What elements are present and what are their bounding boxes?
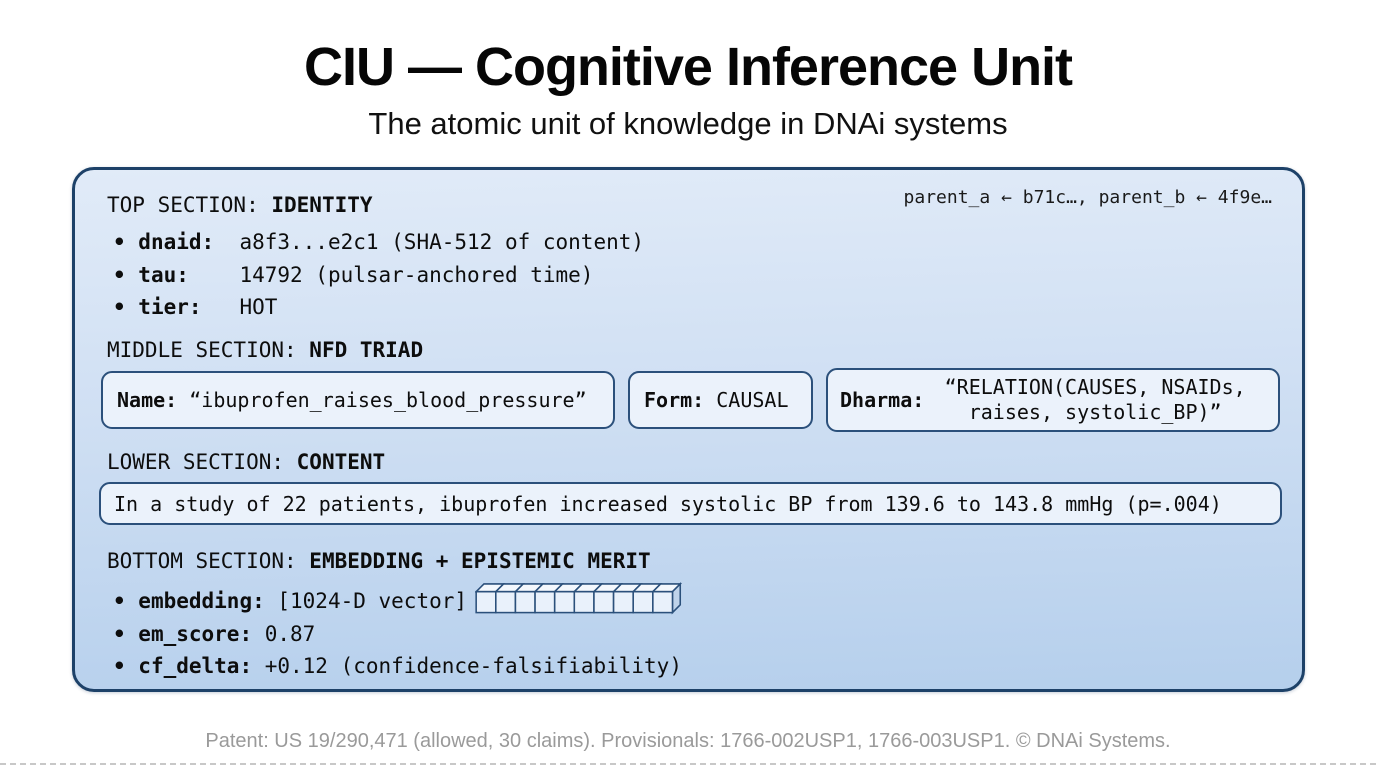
dharma-line1: “RELATION(CAUSES, NSAIDs, — [944, 375, 1246, 399]
list-item-dnaid: • dnaid: a8f3...e2c1 (SHA-512 of content… — [113, 226, 644, 259]
embedding-value: [1024-D vector] — [264, 589, 468, 613]
form-value: CAUSAL — [704, 388, 789, 412]
dnaid-key: dnaid: — [138, 230, 215, 254]
cf-delta-value: +0.12 (confidence-falsifiability) — [252, 654, 682, 678]
dharma-line2: raises, systolic_BP)” — [968, 400, 1222, 424]
list-item-cf-delta: • cf_delta: +0.12 (confidence-falsifiabi… — [113, 650, 682, 683]
middle-section-heading: MIDDLE SECTION: NFD TRIAD — [107, 338, 423, 362]
cf-delta-key: cf_delta: — [138, 654, 253, 678]
middle-section-name: NFD TRIAD — [309, 338, 424, 362]
nfd-triad-row: Name: “ibuprofen_raises_blood_pressure” … — [101, 368, 1281, 432]
content-text: In a study of 22 patients, ibuprofen inc… — [114, 491, 1222, 516]
bottom-section-prefix: BOTTOM SECTION: — [107, 549, 310, 573]
top-section-heading: TOP SECTION: IDENTITY — [107, 193, 373, 217]
top-section-prefix: TOP SECTION: — [107, 193, 272, 217]
middle-section-prefix: MIDDLE SECTION: — [107, 338, 310, 362]
list-item-tier: • tier: HOT — [113, 291, 644, 324]
list-item-embedding: • embedding: [1024-D vector] — [113, 582, 683, 618]
bottom-section-name: EMBEDDING + EPISTEMIC MERIT — [309, 549, 651, 573]
tier-key: tier: — [138, 295, 202, 319]
patent-footer: Patent: US 19/290,471 (allowed, 30 claim… — [205, 730, 1171, 752]
lower-section-prefix: LOWER SECTION: — [107, 450, 297, 474]
form-key: Form: — [644, 388, 705, 412]
name-box: Name: “ibuprofen_raises_blood_pressure” — [101, 371, 615, 429]
identity-list: • dnaid: a8f3...e2c1 (SHA-512 of content… — [113, 226, 644, 324]
list-item-em-score: • em_score: 0.87 — [113, 618, 682, 651]
tau-key: tau: — [138, 262, 189, 287]
bullet-icon: • — [113, 654, 139, 678]
tau-value: 14792 (pulsar-anchored time) — [188, 262, 594, 287]
bottom-section-heading: BOTTOM SECTION: EMBEDDING + EPISTEMIC ME… — [107, 549, 651, 573]
list-item-tau: • tau: 14792 (pulsar-anchored time) — [113, 259, 644, 292]
content-box: In a study of 22 patients, ibuprofen inc… — [99, 482, 1282, 525]
merit-list: • embedding: [1024-D vector] • em_score:… — [113, 582, 683, 683]
name-value: “ibuprofen_raises_blood_pressure” — [177, 388, 587, 412]
bullet-icon: • — [113, 621, 139, 646]
tier-value: HOT — [201, 295, 278, 319]
dnaid-value: a8f3...e2c1 (SHA-512 of content) — [214, 230, 645, 254]
ciu-card: parent_a ← b71c…, parent_b ← 4f9e… TOP S… — [72, 167, 1305, 692]
parent-pointers-label: parent_a ← b71c…, parent_b ← 4f9e… — [903, 187, 1272, 208]
bullet-icon: • — [113, 262, 139, 287]
vector-cubes-icon — [475, 582, 683, 615]
bullet-icon: • — [113, 295, 139, 319]
form-box: Form: CAUSAL — [628, 371, 813, 429]
embedding-key: embedding: — [138, 589, 265, 613]
em-score-key: em_score: — [138, 621, 253, 646]
bullet-icon: • — [113, 230, 139, 254]
dharma-box: Dharma:“RELATION(CAUSES, NSAIDs,raises, … — [826, 368, 1280, 432]
dharma-value: “RELATION(CAUSES, NSAIDs,raises, systoli… — [924, 375, 1266, 425]
dharma-key: Dharma: — [840, 388, 925, 412]
page-title: CIU — Cognitive Inference Unit — [303, 37, 1073, 97]
lower-section-name: CONTENT — [296, 450, 386, 474]
top-section-name: IDENTITY — [271, 193, 373, 217]
lower-section-heading: LOWER SECTION: CONTENT — [107, 450, 385, 474]
em-score-value: 0.87 — [252, 621, 316, 646]
bullet-icon: • — [113, 589, 139, 613]
bottom-edge-divider — [0, 763, 1376, 765]
name-key: Name: — [117, 388, 178, 412]
page-subtitle: The atomic unit of knowledge in DNAi sys… — [368, 106, 1008, 141]
